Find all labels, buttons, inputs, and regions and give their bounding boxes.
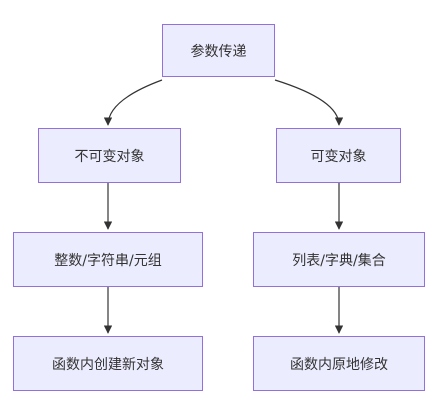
edge-root-to-immutable — [103, 79, 163, 126]
node-label: 不可变对象 — [74, 148, 145, 165]
node-label: 参数传递 — [190, 43, 247, 60]
node-label: 可变对象 — [310, 148, 367, 165]
node-mutable-effect: 函数内原地修改 — [253, 336, 425, 391]
node-label: 整数/字符串/元组 — [54, 252, 162, 269]
node-immutable-objects: 不可变对象 — [38, 128, 181, 183]
node-mutable-examples: 列表/字典/集合 — [253, 232, 425, 287]
node-immutable-examples: 整数/字符串/元组 — [13, 232, 203, 287]
edge-root-to-mutable — [274, 79, 344, 126]
node-label: 函数内创建新对象 — [52, 356, 164, 373]
node-mutable-objects: 可变对象 — [276, 128, 401, 183]
node-parameter-passing: 参数传递 — [162, 24, 275, 77]
node-immutable-effect: 函数内创建新对象 — [13, 336, 203, 391]
node-label: 列表/字典/集合 — [292, 252, 386, 269]
node-label: 函数内原地修改 — [290, 356, 388, 373]
